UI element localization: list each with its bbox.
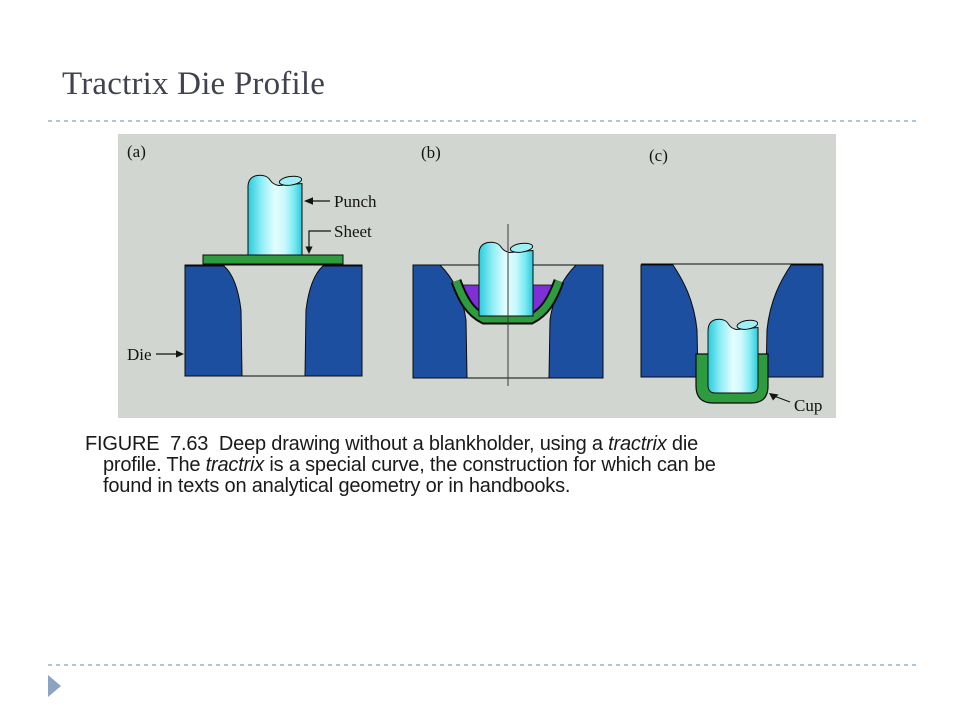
sheet-callout-line (308, 230, 331, 247)
die-callout-label: Die (127, 345, 152, 364)
cup-arrowhead-icon (769, 393, 779, 401)
punch-a (247, 174, 303, 256)
cup-callout-line (773, 395, 791, 403)
panel-c-label: (c) (649, 146, 668, 165)
punch-callout-label: Punch (334, 192, 377, 211)
caption-line: profile. The tractrix is a special curve… (103, 454, 716, 476)
sheet-blank-a (202, 254, 344, 265)
title-divider (48, 120, 916, 122)
panel-c: (c) Cup (640, 146, 824, 415)
die-block-right-a (304, 265, 363, 377)
die-arrowhead-icon (176, 350, 184, 358)
figure-caption: FIGURE 7.63 Deep drawing without a blank… (85, 434, 885, 497)
caption-line: FIGURE 7.63 Deep drawing without a blank… (85, 433, 699, 455)
panel-b: (b) (412, 143, 604, 386)
sheet-callout-label: Sheet (334, 222, 372, 241)
page-title: Tractrix Die Profile (62, 66, 326, 102)
punch-b (478, 241, 534, 317)
caption-line: found in texts on analytical geometry or… (103, 475, 571, 497)
punch-arrowhead-icon (304, 197, 313, 205)
footer-divider (48, 664, 916, 666)
die-block-right-c (765, 264, 824, 378)
footer-arrow-icon (48, 675, 61, 697)
sheet-arrowhead-icon (305, 246, 313, 254)
cup-callout-label: Cup (794, 396, 822, 415)
punch-c (707, 318, 759, 394)
die-block-left-c (640, 264, 699, 378)
panel-b-label: (b) (421, 143, 441, 162)
die-block-left-a (184, 265, 243, 377)
die-diagram: (a) Punch Sheet (127, 142, 824, 415)
panel-a: (a) Punch Sheet (127, 142, 377, 377)
tractrix-figure: (a) Punch Sheet (118, 134, 836, 418)
panel-a-label: (a) (127, 142, 146, 161)
